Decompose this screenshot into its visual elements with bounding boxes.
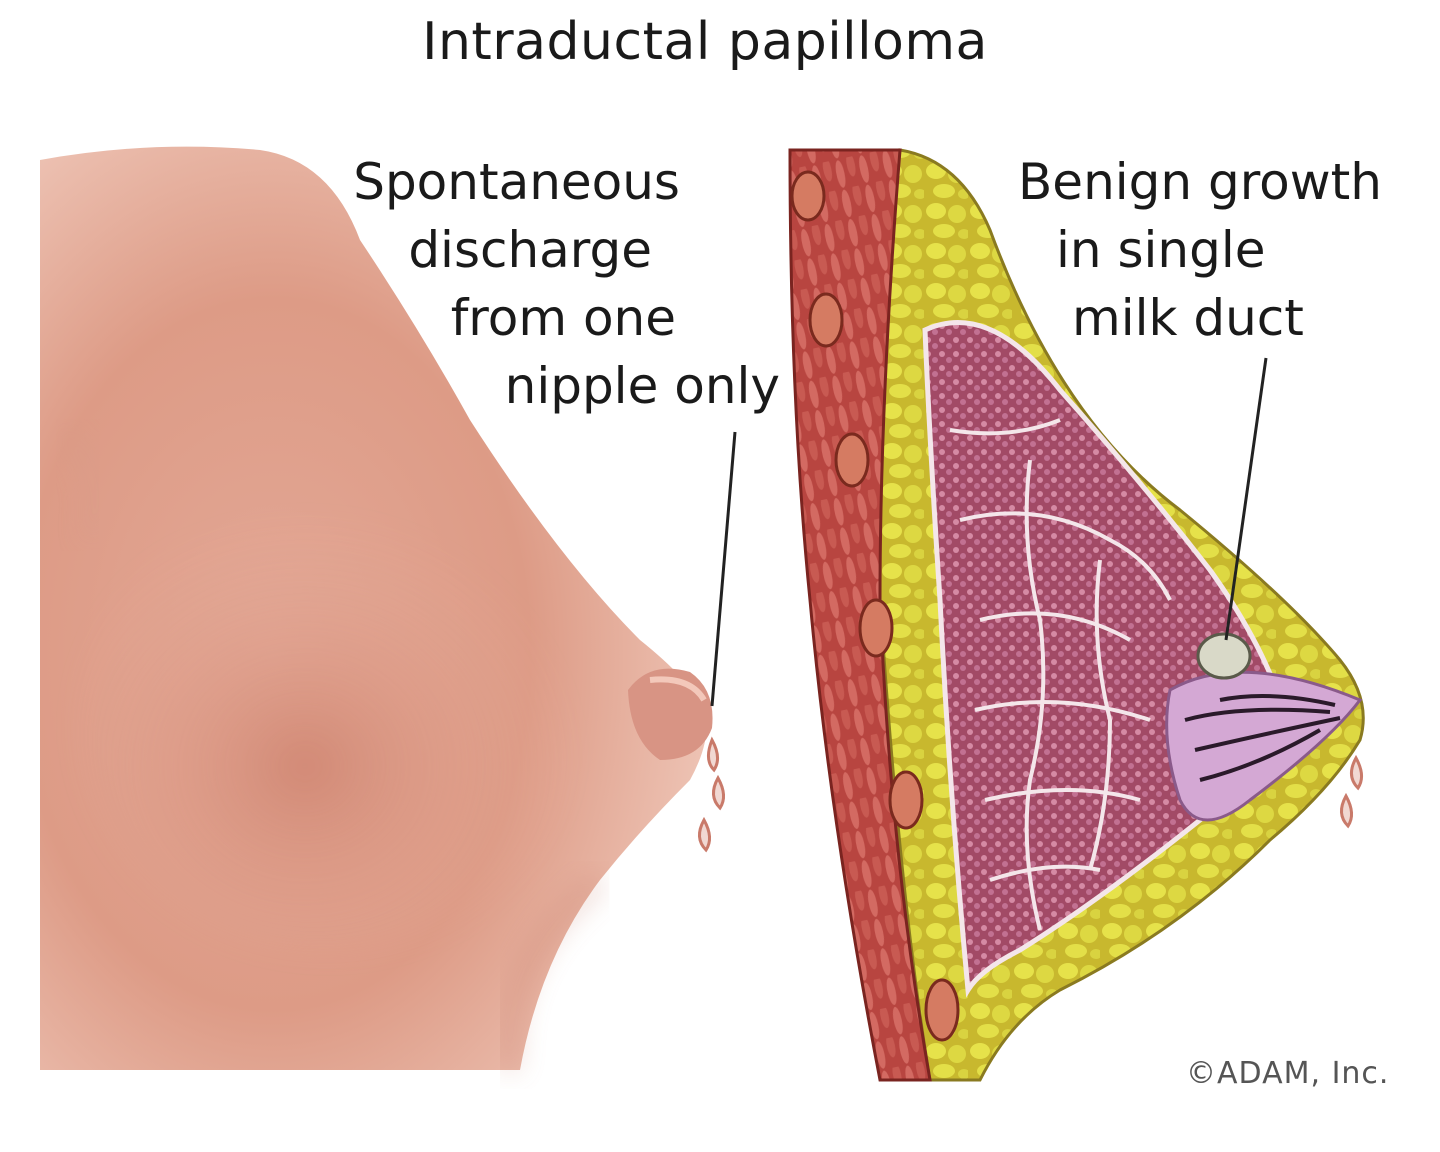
growth-label-line-2: in single <box>1056 221 1266 279</box>
discharge-drops-right <box>1340 754 1363 829</box>
cross-section-figure <box>788 148 1365 1082</box>
pectoral-muscle <box>788 148 932 1082</box>
ribs <box>790 170 960 1042</box>
leader-line-growth <box>1224 357 1268 641</box>
discharge-label: Spontaneous discharge from one nipple on… <box>300 148 780 420</box>
discharge-label-line-4: nipple only <box>504 357 780 415</box>
nipple <box>628 668 713 760</box>
external-breast-figure <box>40 146 725 1071</box>
papilloma-growth <box>1196 632 1252 680</box>
copyright-credit: ©ADAM, Inc. <box>1186 1056 1390 1091</box>
growth-label-line-1: Benign growth <box>1018 153 1382 211</box>
leader-line-discharge <box>710 431 737 707</box>
discharge-label-line-2: discharge <box>408 221 652 279</box>
discharge-label-line-1: Spontaneous <box>353 153 680 211</box>
glandular-tissue <box>922 320 1283 998</box>
figure-title: Intraductal papilloma <box>422 12 988 72</box>
milk-ducts <box>1165 670 1363 822</box>
growth-label: Benign growth in single milk duct <box>1018 148 1418 352</box>
discharge-label-line-3: from one <box>450 289 676 347</box>
growth-label-line-3: milk duct <box>1072 289 1304 347</box>
lobule-septa <box>949 418 1172 931</box>
discharge-drops-left <box>698 736 725 853</box>
